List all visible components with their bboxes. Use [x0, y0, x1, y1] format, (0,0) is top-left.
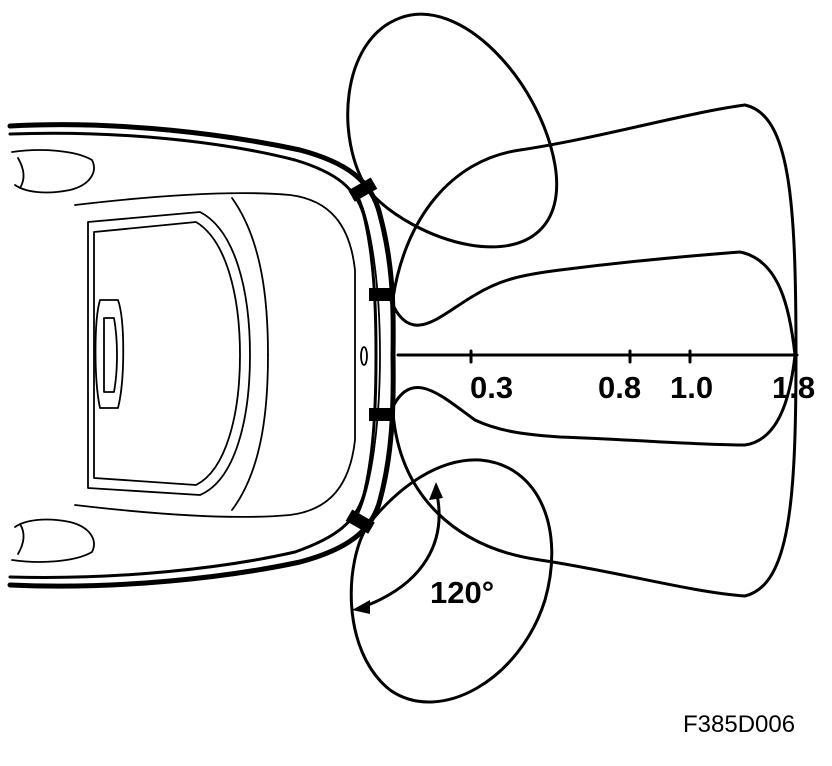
- car-body-inner-edge: [8, 131, 378, 579]
- distance-label-1.0: 1.0: [670, 370, 713, 405]
- third-brake-light: [94, 299, 125, 409]
- trunk-lid: [74, 192, 356, 518]
- rear-bumper: [354, 189, 381, 521]
- inner-wide-zone-lower: [391, 353, 798, 598]
- inner-narrow-zone-lower: [388, 353, 797, 447]
- rear-window-inner: [93, 221, 241, 486]
- c-pillar-line-top: [231, 197, 269, 356]
- angle-arc: [358, 488, 441, 610]
- right-mirror-inner: [17, 523, 25, 555]
- left-mirror-inner: [17, 157, 25, 189]
- sensor-outer-left: [348, 177, 378, 202]
- left-mirror: [11, 149, 95, 194]
- car-body-top-edge: [7, 122, 396, 589]
- detection-zones: [346, 12, 798, 704]
- outer-right-sensor-lobe: [349, 458, 554, 704]
- distance-label-1.8: 1.8: [772, 370, 815, 405]
- rear-window: [87, 211, 251, 496]
- brake-light-inner: [103, 317, 118, 393]
- distance-label-0.3: 0.3: [470, 370, 513, 405]
- angle-arrowhead-top: [429, 482, 443, 500]
- sensor-inner-left: [369, 288, 395, 301]
- c-pillar-line-bottom: [231, 354, 269, 511]
- inner-wide-zone-upper: [391, 103, 798, 357]
- figure-code: F385D006: [683, 711, 795, 738]
- distance-axis: 0.3 0.8 1.0 1.8: [396, 349, 815, 405]
- rear-emblem: [360, 346, 368, 366]
- outer-left-sensor-lobe: [346, 12, 559, 249]
- angle-arrowhead-bottom: [352, 600, 370, 614]
- right-mirror: [11, 518, 95, 563]
- inner-narrow-zone-upper: [388, 250, 797, 357]
- angle-indicator: 120°: [352, 482, 494, 614]
- angle-label: 120°: [430, 575, 494, 610]
- distance-label-0.8: 0.8: [598, 370, 641, 405]
- car-outline: [7, 122, 396, 589]
- sensor-inner-right: [369, 408, 395, 421]
